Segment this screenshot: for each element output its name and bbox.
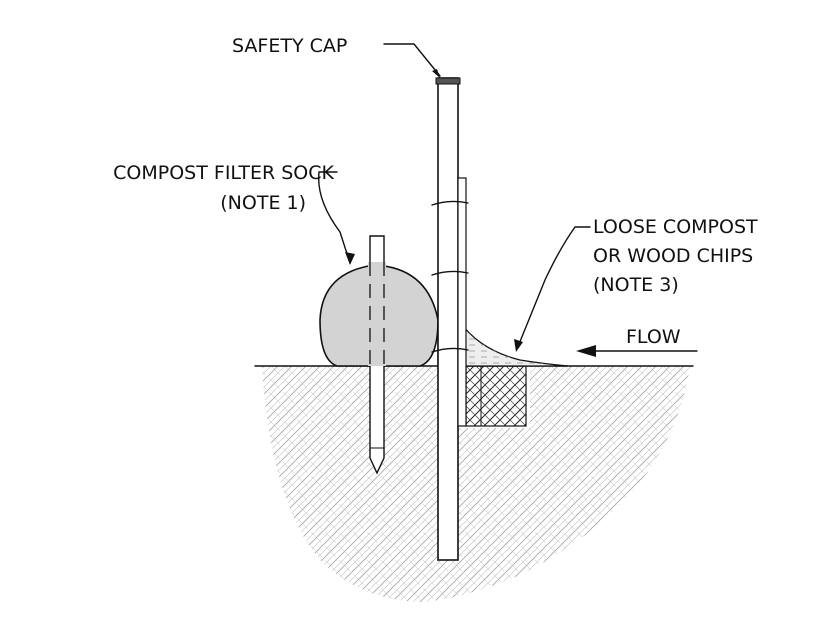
safety-cap-label: SAFETY CAP [232,35,347,57]
soil-section [262,366,690,602]
loose-compost-label-line2: OR WOOD CHIPS [593,245,753,267]
sock-callout [317,171,355,265]
loose-compost-label-line3: (NOTE 3) [593,274,679,296]
trench [465,365,527,427]
sock-label-line2: (NOTE 1) [220,192,306,214]
flow-label: FLOW [626,326,681,348]
loose-compost-callout [514,226,591,352]
safety-cap [435,77,461,85]
loose-compost-label-line1: LOOSE COMPOST [593,216,758,238]
safety-cap-callout [383,43,441,78]
wooden-stake [368,235,386,475]
steel-post [431,77,469,561]
flow-arrow [576,345,698,357]
sock-label-line1: COMPOST FILTER SOCK [113,162,334,184]
